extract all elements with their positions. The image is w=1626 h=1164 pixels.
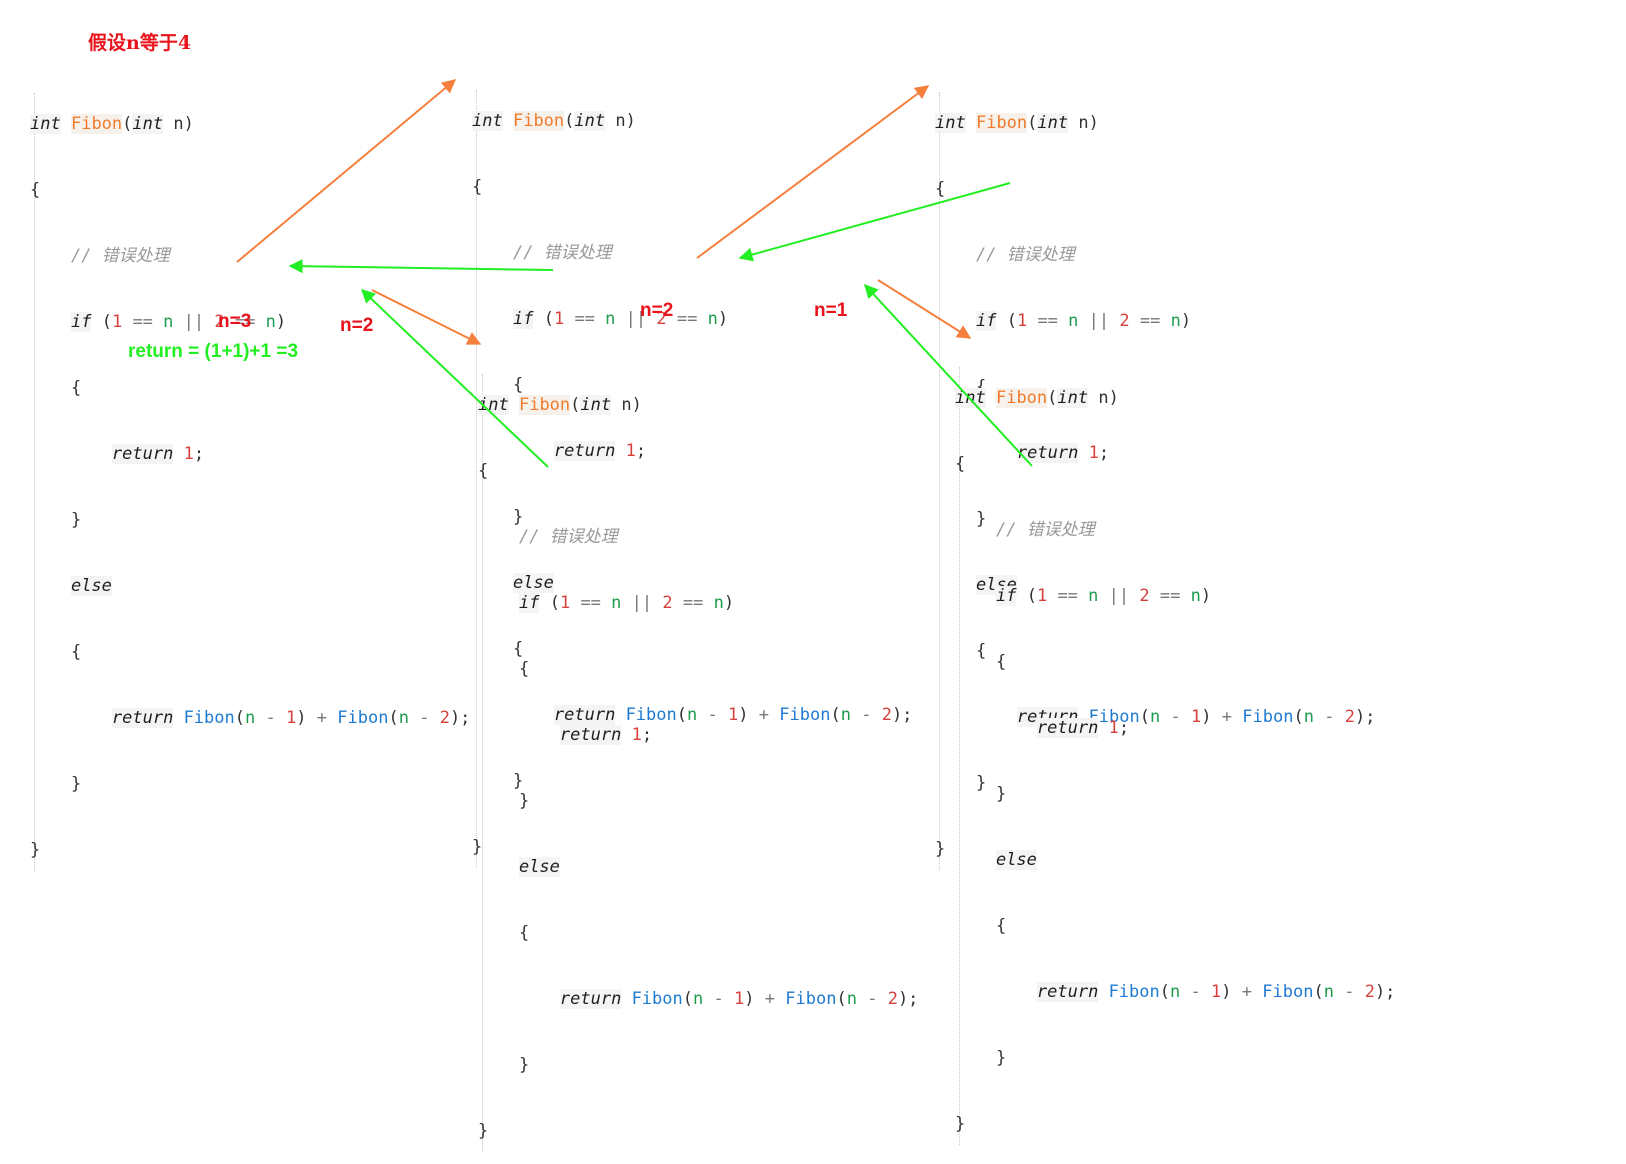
- else-line: else: [995, 850, 1037, 870]
- else-line: else: [512, 573, 554, 593]
- return-one-line: return 1;: [1036, 718, 1130, 738]
- recursive-return-line: return Fibon(n - 1) + Fibon(n - 2);: [1036, 982, 1396, 1002]
- code-block-n3: int Fibon(int n) { // 错误处理 if (1 == n ||…: [472, 66, 912, 880]
- open-brace: {: [472, 177, 483, 197]
- code-block-n2-first: int Fibon(int n) { // 错误处理 if (1 == n ||…: [478, 350, 918, 1164]
- recursive-return-line: return Fibon(n - 1) + Fibon(n - 2);: [553, 705, 913, 725]
- label-n2-middle: n=2: [640, 300, 674, 321]
- else-open-brace: {: [995, 916, 1007, 936]
- else-open-brace: {: [70, 642, 82, 662]
- open-brace: {: [935, 179, 946, 199]
- comment-line: // 错误处理: [975, 245, 1075, 265]
- code-block-n4: int Fibon(int n) { // 错误处理 if (1 == n ||…: [30, 69, 470, 883]
- if-line: if (1 == n || 2 == n): [975, 311, 1192, 331]
- open-brace: {: [30, 180, 41, 200]
- return-one-line: return 1;: [553, 441, 647, 461]
- if-close-brace: }: [512, 507, 524, 527]
- else-close-brace: }: [70, 774, 82, 794]
- signature-line: int Fibon(int n): [478, 395, 642, 415]
- else-open-brace: {: [512, 639, 524, 659]
- recursive-return-line: return Fibon(n - 1) + Fibon(n - 2);: [559, 989, 919, 1009]
- if-line: if (1 == n || 2 == n): [995, 586, 1212, 606]
- function-name: Fibon: [70, 114, 123, 134]
- label-n3: n=3: [218, 311, 252, 332]
- if-open-brace: {: [518, 659, 530, 679]
- function-name: Fibon: [975, 113, 1028, 133]
- else-line: else: [70, 576, 112, 596]
- signature-line: int Fibon(int n): [472, 111, 636, 131]
- code-block-n1: int Fibon(int n) { // 错误处理 if (1 == n ||…: [955, 343, 1395, 1157]
- else-line: else: [518, 857, 560, 877]
- label-n1: n=1: [814, 300, 848, 321]
- else-open-brace: {: [975, 641, 987, 661]
- if-open-brace: {: [70, 378, 82, 398]
- return-result-label: return = (1+1)+1 =3: [128, 341, 299, 362]
- function-name: Fibon: [995, 388, 1048, 408]
- open-brace: {: [478, 461, 489, 481]
- if-close-brace: }: [70, 510, 82, 530]
- if-line: if (1 == n || 2 == n): [518, 593, 735, 613]
- label-n2-left: n=2: [340, 315, 374, 336]
- else-close-brace: }: [518, 1055, 530, 1075]
- comment-line: // 错误处理: [70, 246, 170, 266]
- diagram-title: 假设n等于4: [88, 32, 192, 54]
- open-brace: {: [955, 454, 966, 474]
- else-close-brace: }: [995, 1048, 1007, 1068]
- signature-line: int Fibon(int n): [955, 388, 1119, 408]
- comment-line: // 错误处理: [995, 520, 1095, 540]
- function-name: Fibon: [512, 111, 565, 131]
- if-line: if (1 == n || 2 == n): [70, 312, 287, 332]
- close-brace: }: [955, 1114, 966, 1134]
- comment-line: // 错误处理: [512, 243, 612, 263]
- recursive-return-line: return Fibon(n - 1) + Fibon(n - 2);: [111, 708, 471, 728]
- if-open-brace: {: [995, 652, 1007, 672]
- if-close-brace: }: [975, 509, 987, 529]
- signature-line: int Fibon(int n): [935, 113, 1099, 133]
- recursive-return-line: return Fibon(n - 1) + Fibon(n - 2);: [1016, 707, 1376, 727]
- close-brace: }: [30, 840, 41, 860]
- function-name: Fibon: [518, 395, 571, 415]
- if-close-brace: }: [518, 791, 530, 811]
- comment-line: // 错误处理: [518, 527, 618, 547]
- return-one-line: return 1;: [559, 725, 653, 745]
- close-brace: }: [478, 1121, 489, 1141]
- if-close-brace: }: [995, 784, 1007, 804]
- else-open-brace: {: [518, 923, 530, 943]
- signature-line: int Fibon(int n): [30, 114, 194, 134]
- return-one-line: return 1;: [111, 444, 205, 464]
